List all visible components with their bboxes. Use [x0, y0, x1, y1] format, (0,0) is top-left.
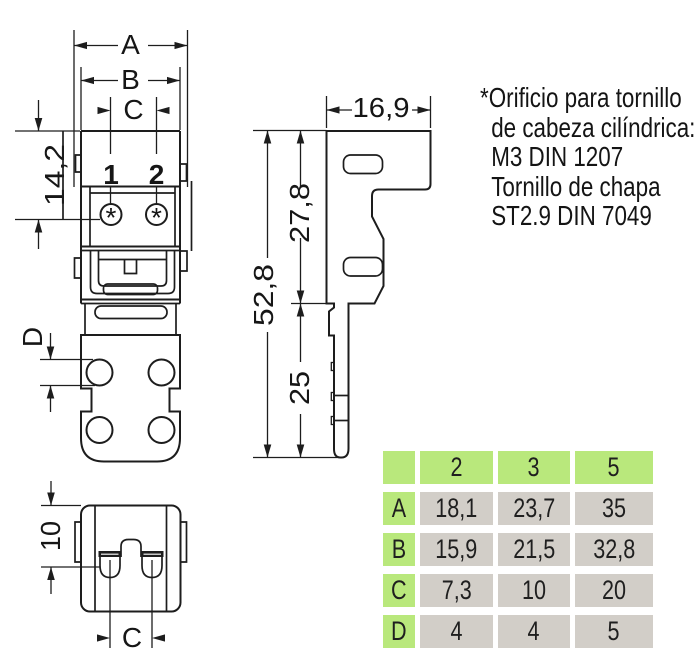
dim-width-label: 16,9	[353, 92, 410, 123]
dim-lower-label: 25	[284, 371, 315, 405]
table-cell: 20	[575, 574, 653, 607]
dim-b-label: B	[121, 64, 140, 95]
table-cell: 23,7	[498, 492, 570, 525]
note-line: *Orificio para tornillo	[480, 82, 682, 113]
screw-mark-1: *	[106, 202, 117, 233]
table-cell: 21,5	[498, 533, 570, 566]
dim-hole-dia-label: D	[17, 327, 48, 347]
table-cell: 32,8	[575, 533, 653, 566]
table-cell: 4	[498, 615, 570, 648]
pole-1-label: 1	[103, 159, 119, 190]
dim-c-bottom-label: C	[122, 622, 142, 653]
note-line: de cabeza cilíndrica:	[491, 111, 696, 143]
note-line: M3 DIN 1207	[491, 141, 624, 172]
table-cell: 7,3	[420, 574, 493, 607]
dim-depth-label: 10	[35, 521, 66, 551]
table-row-label: B	[383, 533, 415, 566]
table-header-cell: 3	[498, 451, 570, 484]
table-cell: 18,1	[420, 492, 493, 525]
dim-a-label: A	[121, 29, 140, 60]
dim-total-label: 52,8	[248, 264, 279, 326]
dim-upper-label: 27,8	[284, 183, 315, 243]
table-corner-cell	[383, 451, 415, 484]
note-line: ST2.9 DIN 7049	[491, 200, 652, 231]
dim-height-label: 14,2	[39, 144, 70, 206]
screw-mark-2: *	[151, 202, 162, 233]
table-header-cell: 5	[575, 451, 653, 484]
bottom-view: 10 C	[35, 481, 188, 653]
table-cell: 5	[575, 615, 653, 648]
dimension-table: 2 3 5 A 18,1 23,7 35 B 15,9 21,5 32,8 C …	[383, 451, 653, 648]
table-header-cell: 2	[420, 451, 493, 484]
table-cell: 10	[498, 574, 570, 607]
side-view: 16,9 52,8 27,8 25	[248, 92, 432, 459]
front-view: A B C 14,2 D	[15, 29, 193, 463]
pole-2-label: 2	[149, 159, 165, 190]
table-cell: 4	[420, 615, 493, 648]
table-cell: 15,9	[420, 533, 493, 566]
table-cell: 35	[575, 492, 653, 525]
screw-note: *Orificio para tornillo de cabeza cilínd…	[480, 83, 700, 231]
note-line: Tornillo de chapa	[491, 170, 661, 202]
table-row-label: A	[383, 492, 415, 525]
table-row-label: D	[383, 615, 415, 648]
table-row-label: C	[383, 574, 415, 607]
dim-c-label: C	[123, 94, 143, 125]
